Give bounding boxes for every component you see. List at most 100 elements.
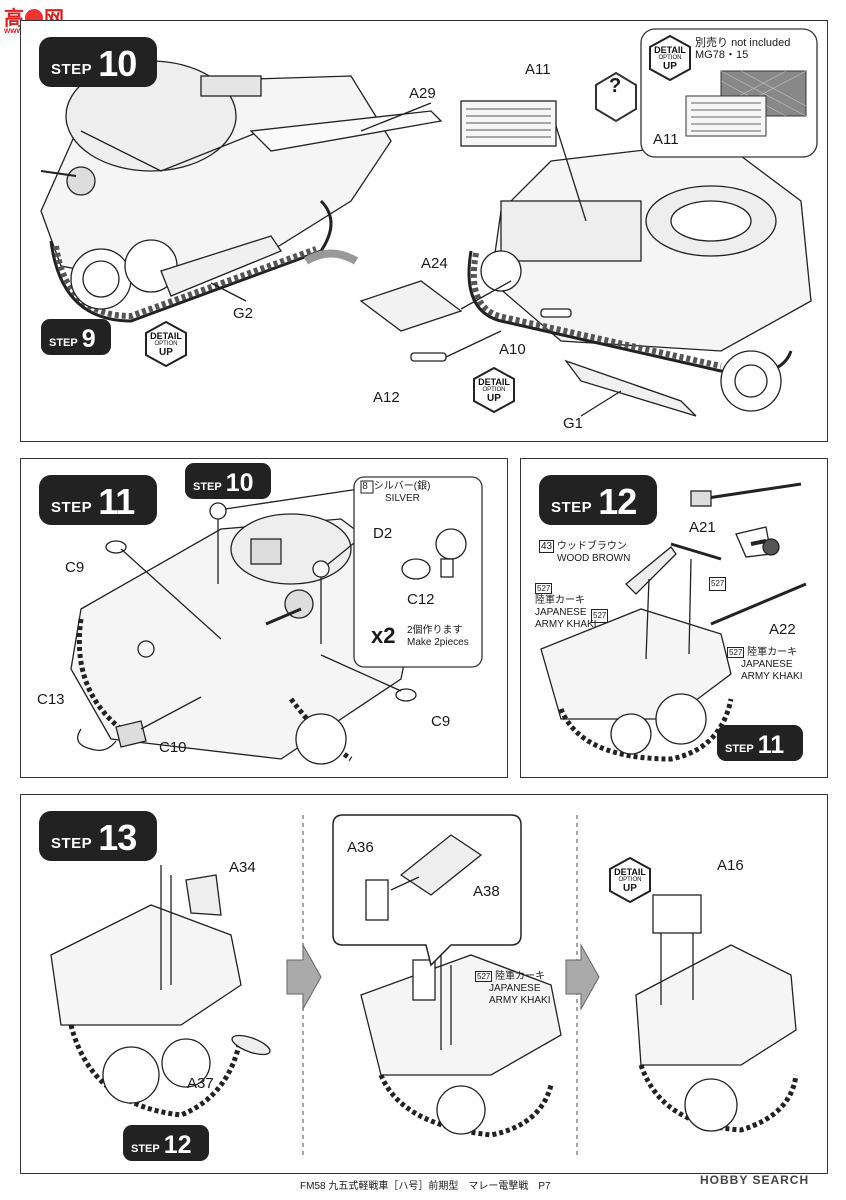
part-d2: D2 bbox=[373, 525, 393, 542]
color2-jp: 陸軍カーキ bbox=[535, 595, 585, 606]
color-num: 527 bbox=[475, 971, 493, 982]
color-num: 8 bbox=[362, 481, 368, 492]
step10-drawing bbox=[40, 28, 818, 417]
part-a22: A22 bbox=[769, 621, 796, 638]
callout-part-a11: A11 bbox=[653, 131, 679, 148]
color-jp: 陸軍カーキ bbox=[495, 971, 546, 982]
count-en: Make 2pieces bbox=[407, 637, 469, 648]
detail-line2: OPTION bbox=[482, 387, 506, 393]
color-badge-527: 527 bbox=[591, 609, 609, 623]
part-g2: G2 bbox=[233, 305, 254, 322]
color-badge-527: 527 bbox=[709, 577, 727, 591]
part-c9-left: C9 bbox=[65, 559, 85, 576]
part-c9-right: C9 bbox=[431, 713, 451, 730]
step-number: 12 bbox=[598, 481, 637, 522]
callout-en: not included bbox=[731, 37, 791, 49]
detail-badge: DETAIL OPTION UP bbox=[609, 857, 651, 903]
part-a24: A24 bbox=[421, 255, 448, 272]
detail-line3: UP bbox=[663, 61, 677, 72]
part-a36: A36 bbox=[347, 839, 374, 856]
color3-en1: JAPANESE bbox=[741, 659, 793, 670]
count-multiplier: x2 bbox=[371, 623, 396, 648]
step13-drawing bbox=[50, 814, 799, 1155]
detail-line3: UP bbox=[623, 883, 637, 894]
color-khaki-left: 527 陸軍カーキ JAPANESE ARMY KHAKI bbox=[535, 583, 597, 631]
step-word: STEP bbox=[725, 743, 754, 755]
step11-drawing bbox=[70, 476, 483, 765]
part-a38: A38 bbox=[473, 883, 500, 900]
step-number: 11 bbox=[757, 731, 785, 759]
detail-badge: DETAIL OPTION UP bbox=[649, 35, 691, 81]
part-a10: A10 bbox=[499, 341, 526, 358]
color-khaki-right: 527 陸軍カーキ JAPANESE ARMY KHAKI bbox=[727, 647, 803, 683]
part-a12: A12 bbox=[373, 389, 400, 406]
color3-jp: 陸軍カーキ bbox=[747, 647, 798, 658]
step-number: 9 bbox=[81, 325, 96, 353]
color-en2: ARMY KHAKI bbox=[489, 995, 551, 1006]
part-c12: C12 bbox=[407, 591, 435, 608]
step-word: STEP bbox=[49, 337, 78, 349]
color2-en1: JAPANESE bbox=[535, 607, 587, 618]
color-wood-brown: 43 ウッドブラウン WOOD BROWN bbox=[539, 540, 631, 565]
detail-line1: DETAIL bbox=[478, 377, 510, 387]
color1-num: 43 bbox=[539, 540, 555, 553]
callout-not-included: 別売り not included MG78・15 bbox=[695, 37, 790, 61]
part-a29: A29 bbox=[409, 85, 436, 102]
count-note: 2個作ります Make 2pieces bbox=[407, 625, 469, 649]
detail-line2: OPTION bbox=[154, 341, 178, 347]
detail-line2: OPTION bbox=[658, 55, 682, 61]
part-a11: A11 bbox=[525, 61, 551, 78]
step-word: STEP bbox=[51, 835, 93, 852]
color2-num: 527 bbox=[535, 583, 553, 594]
part-c13: C13 bbox=[37, 691, 65, 708]
part-c10: C10 bbox=[159, 739, 187, 756]
detail-line3: UP bbox=[487, 393, 501, 404]
step12-drawing bbox=[540, 482, 807, 762]
part-g1: G1 bbox=[563, 415, 584, 432]
detail-line1: DETAIL bbox=[614, 867, 646, 877]
step-number: 12 bbox=[163, 1131, 192, 1159]
step-12-badge: STEP 12 bbox=[539, 475, 657, 525]
detail-line1: DETAIL bbox=[150, 331, 182, 341]
color3-num: 527 bbox=[727, 647, 745, 658]
step-word: STEP bbox=[193, 481, 222, 493]
color-jp: シルバー(銀) bbox=[373, 481, 431, 492]
step-word: STEP bbox=[51, 61, 93, 78]
footer-brand: HOBBY SEARCH bbox=[700, 1173, 810, 1187]
color1-en: WOOD BROWN bbox=[557, 553, 631, 564]
part-a21: A21 bbox=[689, 519, 716, 536]
step-number: 10 bbox=[98, 43, 137, 84]
step-word: STEP bbox=[131, 1143, 160, 1155]
step-number: 10 bbox=[225, 469, 254, 497]
question-swap-icon: ? bbox=[609, 75, 622, 97]
detail-line1: DETAIL bbox=[654, 45, 686, 55]
color-en1: JAPANESE bbox=[489, 983, 541, 994]
detail-badge: DETAIL OPTION UP bbox=[473, 367, 515, 413]
step-10-badge: STEP 10 bbox=[39, 37, 157, 87]
callout-jp: 別売り bbox=[695, 37, 728, 49]
step-word: STEP bbox=[551, 499, 593, 516]
color3-en2: ARMY KHAKI bbox=[741, 671, 803, 682]
step-word: STEP bbox=[51, 499, 93, 516]
part-a16: A16 bbox=[717, 857, 744, 874]
detail-line3: UP bbox=[159, 347, 173, 358]
color1-jp: ウッドブラウン bbox=[556, 541, 627, 552]
footer-text: FM58 九五式軽戦車［ハ号］前期型 マレー電撃戦 P7 bbox=[300, 1181, 551, 1192]
detail-badge: DETAIL OPTION UP bbox=[145, 321, 187, 367]
color2-en2: ARMY KHAKI bbox=[535, 619, 597, 630]
detail-line2: OPTION bbox=[618, 877, 642, 883]
watermark-chars: 高 bbox=[4, 8, 24, 30]
color-silver: 8 シルバー(銀) SILVER bbox=[359, 481, 430, 505]
color-en: SILVER bbox=[385, 493, 420, 504]
count-jp: 2個作ります bbox=[407, 625, 463, 636]
